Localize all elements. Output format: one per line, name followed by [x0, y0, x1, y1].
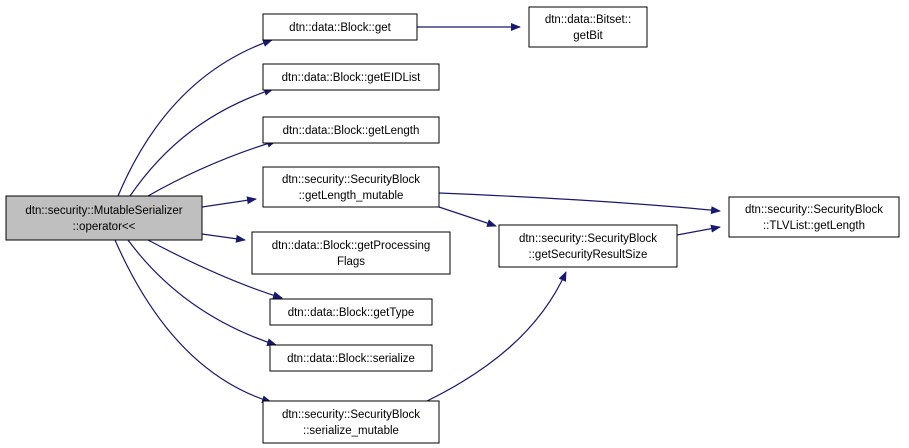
node-block-gettype[interactable]: dtn::data::Block::getType	[269, 298, 433, 326]
nodes-layer: dtn::security::MutableSerializer::operat…	[5, 6, 900, 444]
node-label-line: dtn::data::Bitset::	[545, 14, 631, 26]
node-box	[269, 298, 433, 326]
edge-secblock-getsecurityresultsize-to-tlvlist-getlength	[676, 224, 721, 236]
node-box	[262, 400, 440, 444]
edge-root-to-block-serialize	[127, 239, 277, 346]
node-block-geteidlist[interactable]: dtn::data::Block::getEIDList	[262, 63, 440, 91]
node-box	[251, 231, 451, 275]
node-box	[528, 6, 648, 48]
node-label-line: ::getSecurityResultSize	[529, 249, 648, 261]
node-label-line: dtn::security::MutableSerializer	[25, 205, 182, 217]
node-label-line: ::getLength_mutable	[299, 190, 404, 202]
node-label-line: dtn::security::SecurityBlock	[282, 174, 420, 186]
node-block-getlength[interactable]: dtn::data::Block::getLength	[262, 116, 440, 144]
node-label-line: dtn::security::SecurityBlock	[282, 409, 420, 421]
node-secblock-serialize-mutable[interactable]: dtn::security::SecurityBlock::serialize_…	[262, 400, 440, 444]
node-secblock-getlength-mutable[interactable]: dtn::security::SecurityBlock::getLength_…	[262, 166, 440, 208]
node-label-line: dtn::data::Block::getType	[288, 307, 415, 319]
node-tlvlist-getlength[interactable]: dtn::security::SecurityBlock::TLVList::g…	[728, 196, 900, 238]
edges-layer	[114, 23, 721, 404]
edge-root-to-secblock-getlength-mutable	[201, 196, 257, 208]
edge-root-to-block-getprocessingflags	[201, 233, 246, 243]
edge-root-to-block-getlength	[147, 139, 277, 197]
node-box	[5, 195, 203, 241]
node-box	[262, 116, 440, 144]
node-box	[728, 196, 900, 238]
node-label-line: dtn::data::Block::serialize	[287, 353, 415, 365]
node-box	[262, 63, 440, 91]
edge-root-to-block-gettype	[147, 239, 283, 300]
node-block-get[interactable]: dtn::data::Block::get	[262, 13, 418, 41]
node-label-line: dtn::data::Block::getEIDList	[282, 72, 422, 84]
node-box	[262, 166, 440, 208]
node-secblock-getsecurityresultsize[interactable]: dtn::security::SecurityBlock::getSecurit…	[498, 224, 678, 268]
node-label-line: ::operator<<	[73, 221, 136, 233]
node-box	[262, 13, 418, 41]
node-label-line: dtn::data::Block::getProcessing	[272, 240, 431, 252]
edge-secblock-serialize-mutable-to-secblock-getsecurityresultsize	[426, 271, 567, 402]
edge-root-to-secblock-serialize-mutable	[114, 239, 272, 404]
node-label-line: dtn::data::Block::getLength	[283, 125, 420, 137]
node-box	[269, 344, 433, 372]
edge-root-to-block-geteidlist	[129, 88, 274, 197]
edge-root-to-block-get	[117, 39, 273, 197]
node-label-line: dtn::security::SecurityBlock	[745, 204, 883, 216]
node-box	[498, 224, 678, 268]
node-label-line: dtn::security::SecurityBlock	[519, 233, 657, 245]
node-label-line: ::serialize_mutable	[303, 425, 399, 437]
node-block-serialize[interactable]: dtn::data::Block::serialize	[269, 344, 433, 372]
node-root: dtn::security::MutableSerializer::operat…	[5, 195, 203, 241]
node-label-line: Flags	[337, 256, 365, 268]
node-label-line: ::TLVList::getLength	[763, 220, 865, 232]
node-bitset-getbit[interactable]: dtn::data::Bitset::getBit	[528, 6, 648, 48]
node-label-line: getBit	[573, 30, 603, 42]
edge-secblock-getlength-mutable-to-secblock-getsecurityresultsize	[438, 206, 497, 227]
edge-secblock-getlength-mutable-to-tlvlist-getlength	[438, 192, 721, 215]
node-label-line: dtn::data::Block::get	[289, 22, 391, 34]
